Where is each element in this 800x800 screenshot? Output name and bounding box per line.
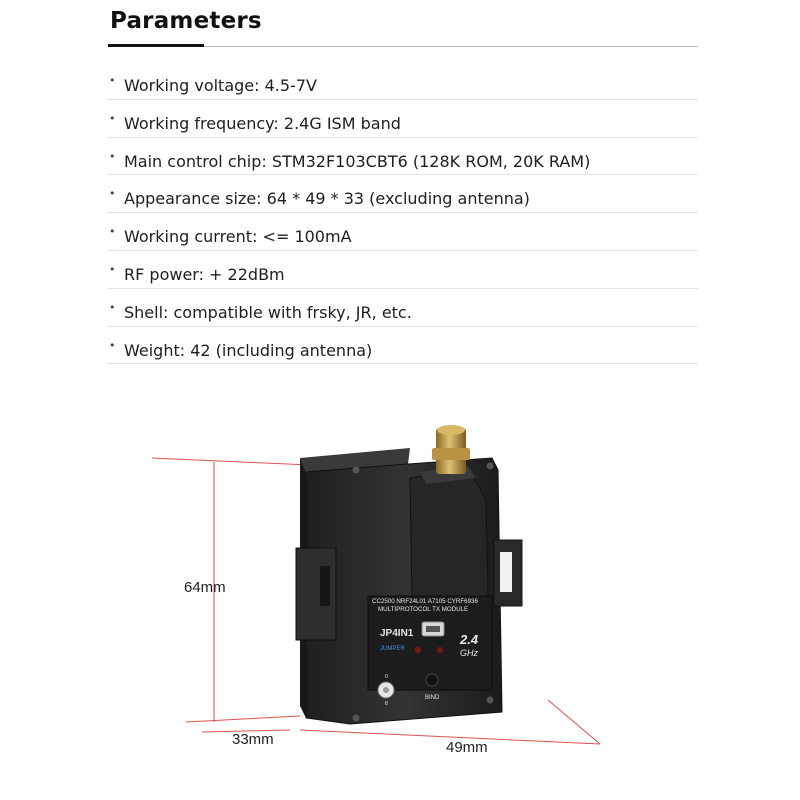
dial-top-label: 0 — [385, 674, 388, 680]
dial-bottom-label: 8 — [385, 701, 388, 707]
spec-item: • Working current: <= 100mA — [108, 213, 698, 251]
chip-list-label: CC2500 NRF24L01 A7105 CYRF6936 — [372, 598, 478, 605]
usb-port-inner — [426, 626, 440, 632]
screw-icon — [486, 696, 494, 704]
spec-item-text: Working frequency: 2.4G ISM band — [124, 113, 401, 133]
spec-item: • Weight: 42 (including antenna) — [108, 327, 698, 365]
band-unit: GHz — [460, 648, 479, 658]
spec-item: • Main control chip: STM32F103CBT6 (128K… — [108, 138, 698, 176]
bullet-icon: • — [109, 187, 116, 201]
dim-width-line — [299, 729, 601, 745]
bullet-icon: • — [109, 225, 116, 239]
spec-item-text: Shell: compatible with frsky, JR, etc. — [124, 302, 412, 322]
bullet-icon: • — [109, 149, 116, 163]
bullet-icon: • — [109, 338, 116, 352]
spec-item-text: Working current: <= 100mA — [124, 227, 352, 247]
dim-height-label: 64mm — [184, 579, 226, 596]
spec-item: • Working voltage: 4.5-7V — [108, 62, 698, 100]
sma-nut — [432, 448, 470, 460]
heading-rule — [108, 46, 698, 47]
antenna-tower — [409, 469, 489, 601]
spec-item-text: Main control chip: STM32F103CBT6 (128K R… — [124, 151, 591, 171]
spec-item: • Shell: compatible with frsky, JR, etc. — [108, 289, 698, 327]
spec-item-text: Weight: 42 (including antenna) — [124, 340, 373, 360]
bullet-icon: • — [109, 74, 116, 87]
band-value: 2.4 — [459, 632, 479, 647]
sub-brand-label: JUMPER — [380, 646, 405, 652]
tx-module: CC2500 NRF24L01 A7105 CYRF6936 MULTIPROT… — [295, 425, 523, 725]
screw-icon — [352, 466, 360, 474]
left-rail-slot — [320, 566, 330, 606]
bullet-icon: • — [109, 111, 116, 125]
bullet-icon: • — [109, 300, 116, 314]
spec-item: • Working frequency: 2.4G ISM band — [108, 100, 698, 138]
led-indicator — [415, 647, 421, 653]
dim-depth-label: 33mm — [232, 731, 274, 748]
dim-depth-line — [201, 729, 291, 733]
spec-item: • RF power: + 22dBm — [108, 251, 698, 289]
right-rail-slot — [500, 552, 512, 592]
dim-bottom-extension — [185, 715, 301, 723]
spec-item-text: Working voltage: 4.5-7V — [124, 76, 317, 95]
protocol-label: MULTIPROTOCOL TX MODULE — [378, 606, 468, 613]
spec-item-text: RF power: + 22dBm — [124, 264, 285, 284]
spec-item-text: Appearance size: 64 * 49 * 33 (excluding… — [124, 189, 530, 209]
led-indicator — [437, 647, 443, 653]
bullet-icon: • — [109, 262, 116, 276]
screw-icon — [486, 462, 494, 470]
page-title: Parameters — [110, 8, 262, 34]
dim-right-extension — [547, 699, 601, 745]
screw-icon — [352, 714, 360, 722]
bind-label: BIND — [425, 695, 440, 701]
spec-item: • Appearance size: 64 * 49 * 33 (excludi… — [108, 175, 698, 214]
heading-accent — [108, 44, 204, 47]
brand-label: JP4IN1 — [380, 628, 414, 639]
spec-list: • Working voltage: 4.5-7V • Working freq… — [108, 62, 698, 365]
sma-tip — [437, 425, 465, 435]
dim-width-label: 49mm — [446, 739, 488, 756]
rotary-dial-center — [383, 687, 389, 693]
bind-button[interactable] — [425, 673, 439, 687]
